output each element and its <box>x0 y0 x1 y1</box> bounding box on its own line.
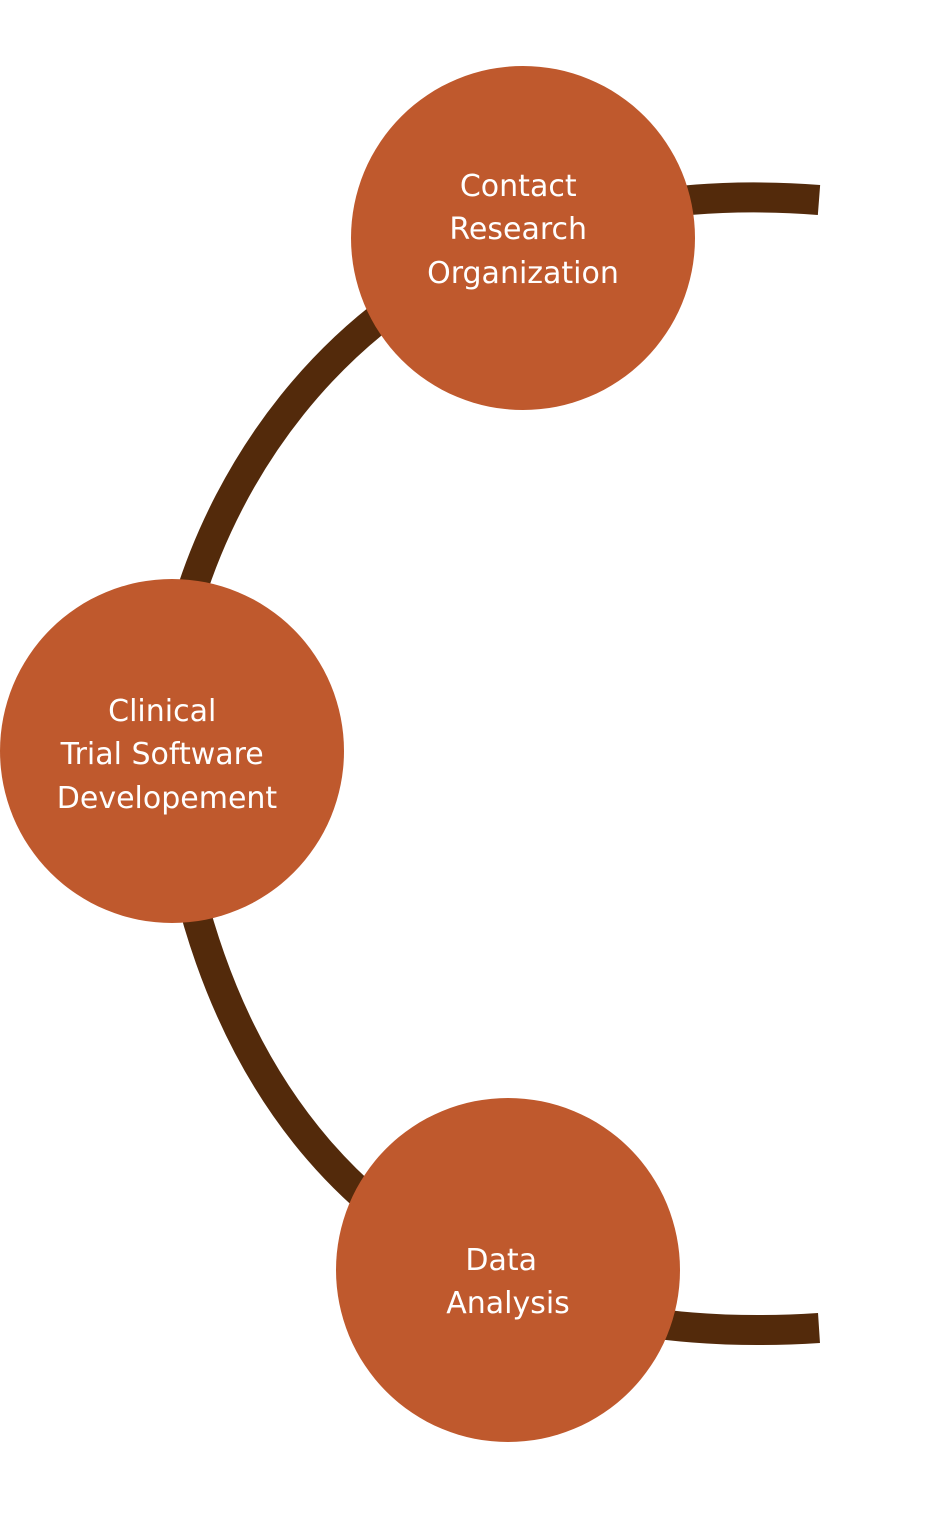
node-label-line: Clinical <box>108 694 216 729</box>
node-label-line: Developement <box>57 781 278 816</box>
node-clinical-trial-software-development: Clinical Trial Software Developement <box>0 579 344 923</box>
node-label: Clinical Trial Software Developement <box>57 694 278 816</box>
node-label-line: Organization <box>427 256 619 291</box>
node-label: Contact Research Organization <box>427 169 619 291</box>
node-label-line: Contact <box>460 169 577 204</box>
node-data-analysis: Data Analysis <box>336 1098 680 1442</box>
node-circle <box>336 1098 680 1442</box>
node-label: Data Analysis <box>446 1243 570 1321</box>
node-circle <box>0 579 344 923</box>
node-label-line: Trial Software <box>60 737 264 772</box>
node-label-line: Data <box>465 1243 537 1278</box>
node-label-line: Analysis <box>446 1286 570 1321</box>
node-circle <box>351 66 695 410</box>
node-label-line: Research <box>449 212 587 247</box>
node-contact-research-organization: Contact Research Organization <box>351 66 695 410</box>
